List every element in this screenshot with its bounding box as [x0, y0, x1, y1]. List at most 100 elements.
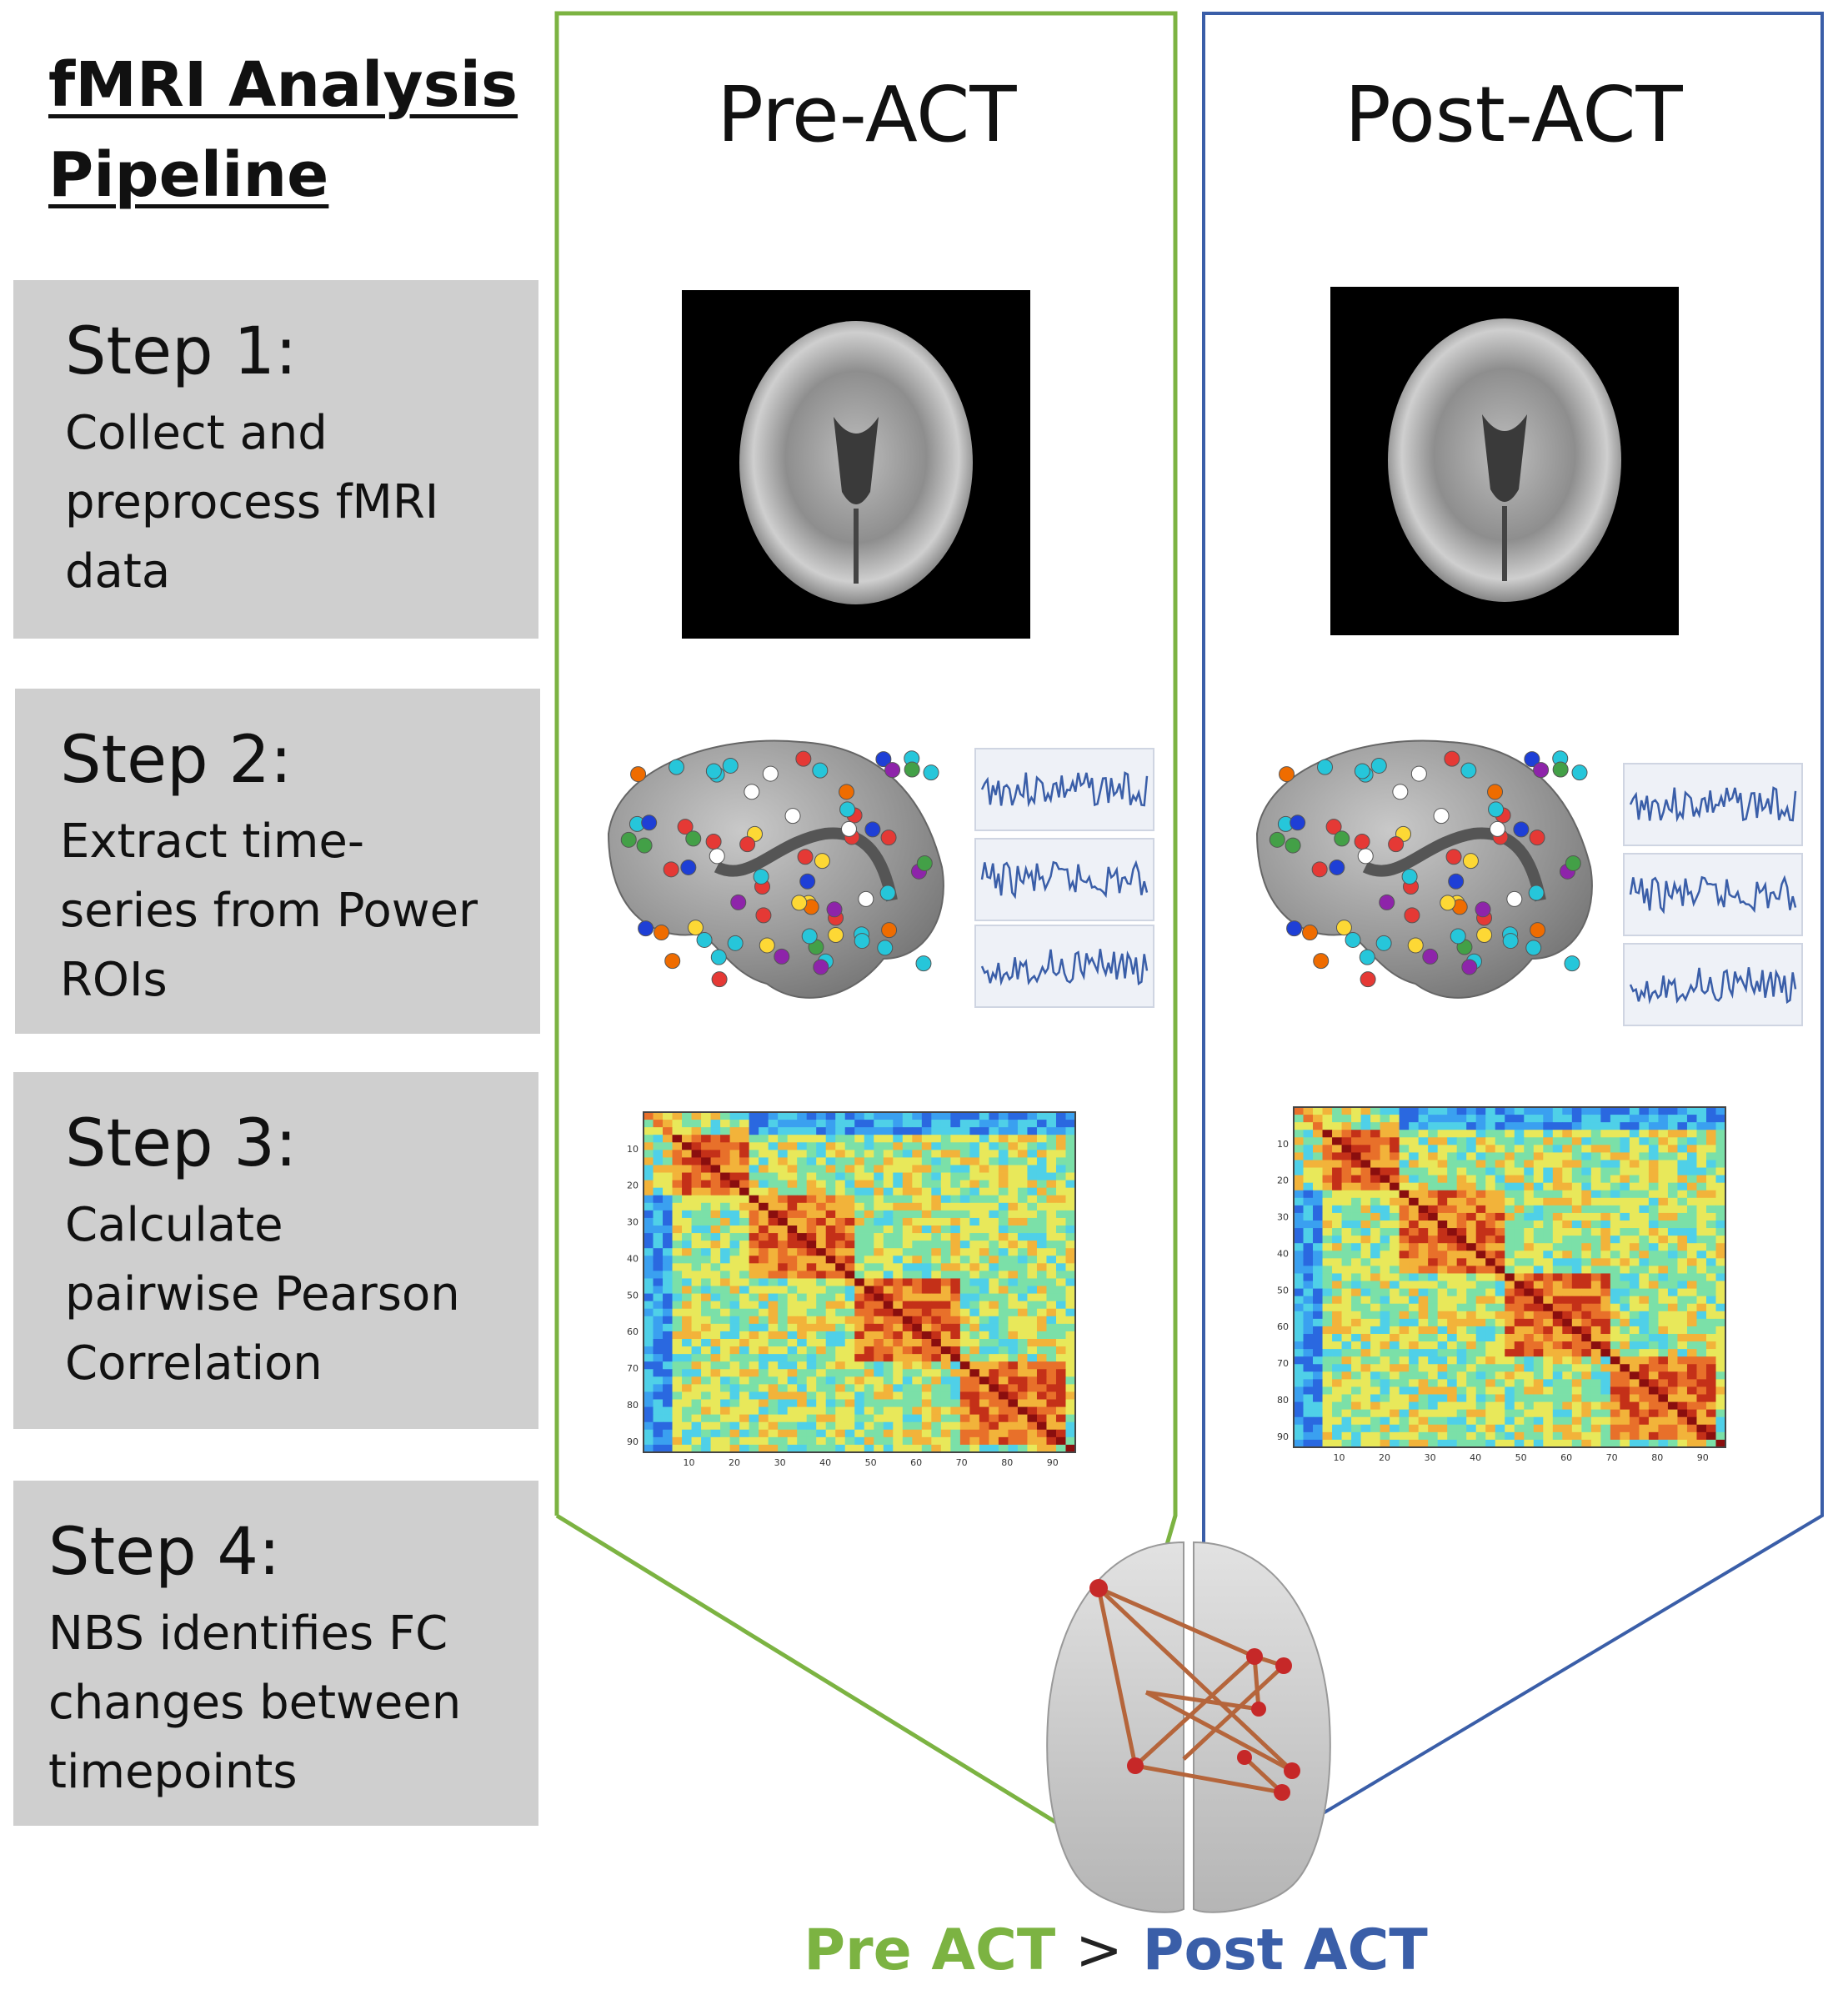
matrix-cell [844, 1202, 855, 1211]
step-3-title: Step 3: [65, 1106, 298, 1181]
matrix-cell [1466, 1296, 1477, 1305]
matrix-cell [644, 1346, 654, 1355]
matrix-cell [1686, 1190, 1697, 1199]
matrix-cell [1667, 1364, 1678, 1372]
matrix-cell [1667, 1431, 1678, 1441]
matrix-cell [653, 1165, 664, 1173]
matrix-cell [1562, 1386, 1573, 1395]
matrix-cell [912, 1271, 923, 1279]
matrix-cell [1524, 1439, 1535, 1448]
matrix-cell [1428, 1296, 1439, 1305]
matrix-cell [816, 1301, 827, 1310]
matrix-cell [720, 1241, 730, 1249]
matrix-cell [1294, 1386, 1304, 1395]
matrix-cell [759, 1346, 769, 1355]
matrix-cell [1552, 1371, 1563, 1380]
matrix-cell [672, 1112, 683, 1120]
matrix-x-tick: 40 [1470, 1452, 1481, 1463]
matrix-cell [1360, 1288, 1371, 1297]
roi-dot [839, 784, 855, 800]
roi-dot [864, 821, 881, 838]
matrix-cell [1322, 1258, 1333, 1266]
matrix-cell [672, 1241, 683, 1249]
matrix-cell [825, 1369, 836, 1377]
matrix-cell [825, 1142, 836, 1150]
matrix-cell [806, 1187, 817, 1196]
matrix-cell [1715, 1205, 1726, 1214]
matrix-cell [1562, 1251, 1573, 1259]
matrix-cell [1571, 1258, 1582, 1266]
matrix-cell [1505, 1303, 1515, 1312]
matrix-cell [1322, 1160, 1333, 1168]
matrix-cell [989, 1127, 999, 1135]
matrix-cell [644, 1429, 654, 1438]
matrix-cell [653, 1112, 664, 1120]
matrix-cell [1428, 1130, 1439, 1138]
matrix-cell [739, 1361, 750, 1370]
matrix-cell [1437, 1236, 1448, 1244]
matrix-cell [1715, 1394, 1726, 1402]
matrix-cell [854, 1308, 865, 1317]
matrix-cell [1552, 1273, 1563, 1281]
matrix-cell [998, 1217, 1009, 1226]
matrix-cell [1543, 1115, 1554, 1123]
matrix-cell [1485, 1349, 1496, 1357]
matrix-cell [1562, 1379, 1573, 1387]
matrix-cell [1658, 1160, 1669, 1168]
matrix-cell [720, 1376, 730, 1385]
matrix-cell [1552, 1160, 1563, 1168]
matrix-cell [1390, 1424, 1400, 1433]
matrix-cell [959, 1331, 970, 1340]
matrix-cell [672, 1150, 683, 1158]
matrix-cell [1036, 1112, 1047, 1120]
matrix-cell [1447, 1115, 1458, 1123]
matrix-cell [893, 1157, 904, 1165]
matrix-cell [1332, 1439, 1342, 1448]
matrix-cell [1552, 1364, 1563, 1372]
matrix-cell [1505, 1160, 1515, 1168]
matrix-cell [1036, 1429, 1047, 1438]
matrix-cell [1027, 1376, 1038, 1385]
matrix-cell [739, 1210, 750, 1219]
matrix-cell [912, 1226, 923, 1234]
matrix-cell [1571, 1318, 1582, 1327]
matrix-cell [1428, 1303, 1439, 1312]
matrix-cell [1447, 1160, 1458, 1168]
matrix-cell [1475, 1416, 1486, 1426]
timeseries-trace [980, 860, 1149, 900]
matrix-cell [691, 1278, 702, 1286]
matrix-cell [701, 1271, 711, 1279]
matrix-cell [1390, 1401, 1400, 1411]
matrix-cell [729, 1339, 740, 1347]
roi-dot [1476, 927, 1493, 944]
matrix-cell [1639, 1190, 1650, 1199]
matrix-cell [1629, 1122, 1640, 1130]
roi-dot [1530, 922, 1546, 939]
matrix-cell [902, 1354, 913, 1362]
matrix-cell [1475, 1439, 1486, 1448]
matrix-cell [1505, 1212, 1515, 1221]
matrix-cell [1658, 1334, 1669, 1342]
matrix-cell [672, 1331, 683, 1340]
timeseries-trace [1629, 967, 1797, 1005]
matrix-cell [1524, 1197, 1535, 1206]
matrix-cell [729, 1226, 740, 1234]
matrix-cell [940, 1414, 951, 1423]
matrix-cell [682, 1142, 692, 1150]
matrix-cell [1715, 1273, 1726, 1281]
matrix-cell [759, 1202, 769, 1211]
matrix-cell [663, 1241, 673, 1249]
matrix-cell [1303, 1251, 1314, 1259]
matrix-cell [1686, 1145, 1697, 1153]
matrix-cell [1610, 1251, 1620, 1259]
matrix-cell [1322, 1175, 1333, 1184]
legend-pre-act: Pre ACT [804, 1917, 1056, 1983]
matrix-cell [921, 1376, 932, 1385]
matrix-cell [778, 1399, 789, 1407]
matrix-cell [1046, 1256, 1057, 1264]
matrix-cell [1620, 1251, 1630, 1259]
matrix-cell [1055, 1444, 1066, 1453]
matrix-cell [778, 1150, 789, 1158]
matrix-cell [1017, 1263, 1028, 1271]
step-2-desc-line-2: series from Power [60, 884, 478, 938]
